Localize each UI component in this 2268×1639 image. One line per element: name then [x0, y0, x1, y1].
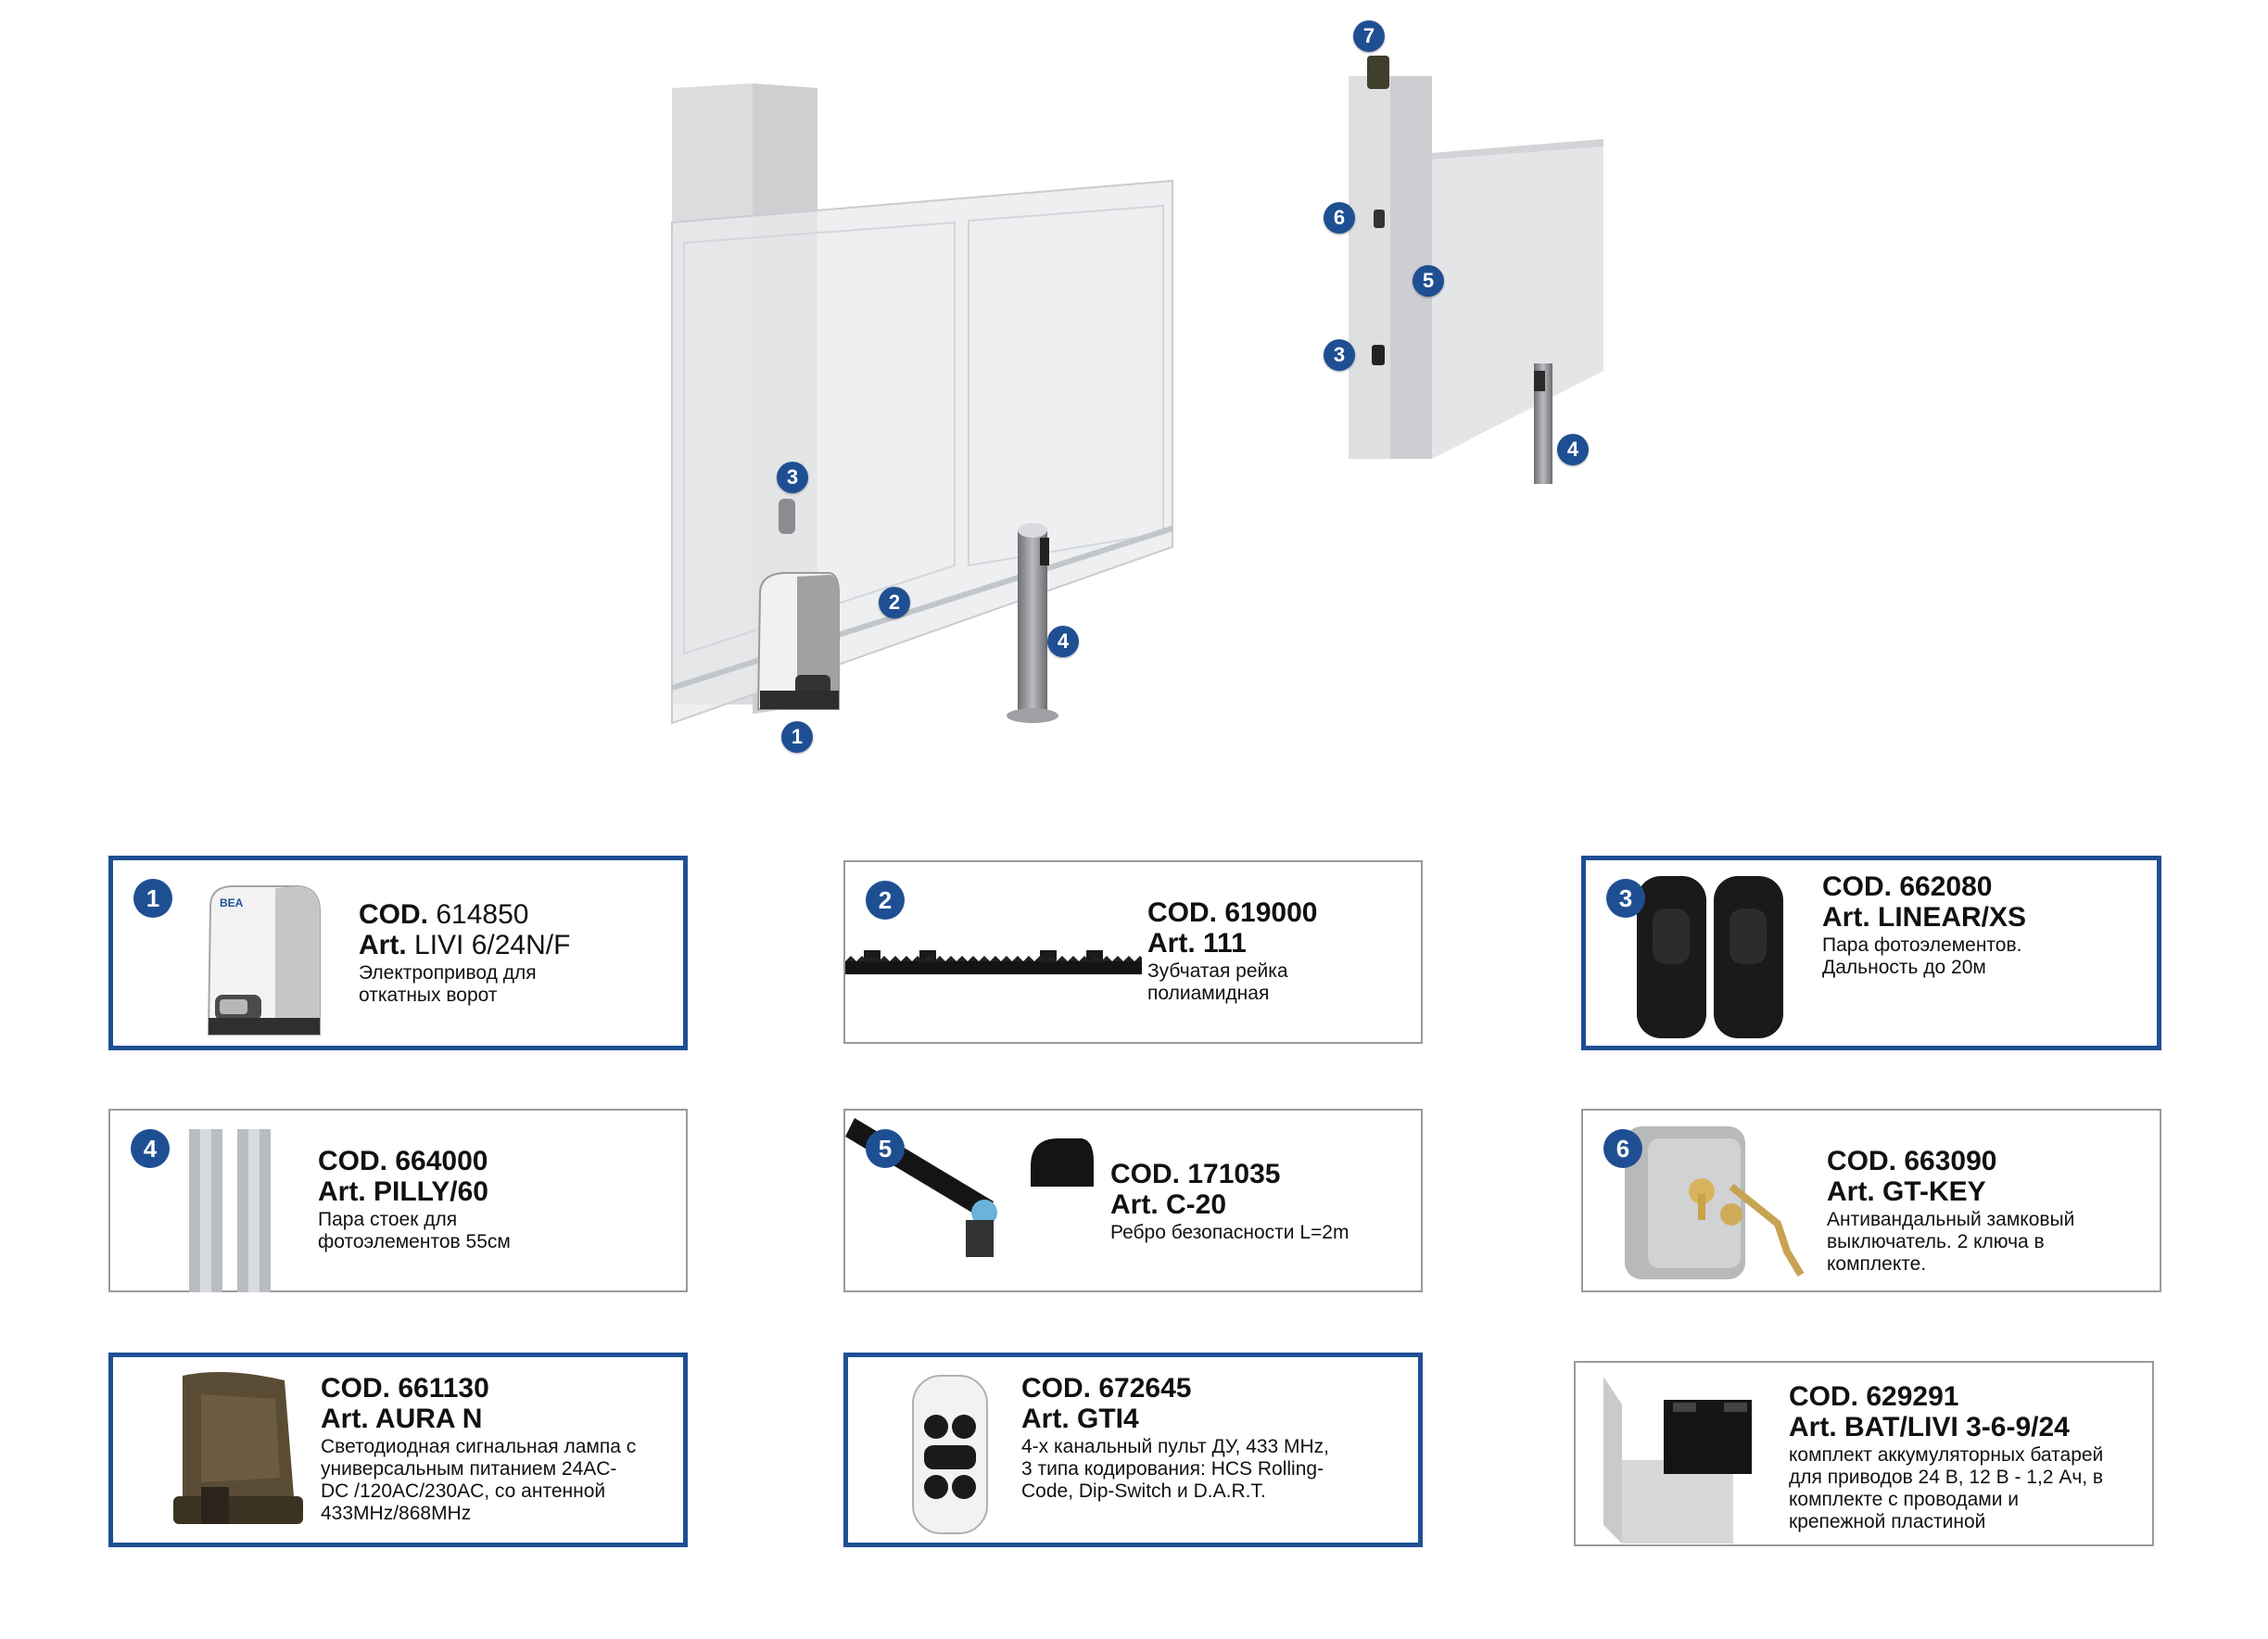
product-card-gti4: COD. 672645 Art. GTI4 4-х канальный пуль… — [843, 1353, 1423, 1547]
product-article: Art. LINEAR/XS — [1822, 902, 2027, 933]
warning-lamp-icon — [173, 1372, 303, 1524]
product-description: Зубчатая рейка полиамидная — [1147, 960, 1288, 1005]
marker-lamp: 7 — [1353, 20, 1385, 52]
product-article: Art. PILLY/60 — [318, 1176, 488, 1207]
product-description: Ребро безопасности L=2m — [1110, 1222, 1349, 1243]
product-card-pilly: 4 COD. 664000 Art. PILLY/60 Пара стоек д… — [108, 1109, 688, 1292]
product-code: COD. 614850 — [359, 899, 529, 930]
product-code: COD. 664000 — [318, 1146, 488, 1176]
product-code: COD. 662080 — [1822, 871, 1993, 902]
product-card-livi: 1 BEA COD. 614850 Art. LIVI 6/24N/F Элек… — [108, 856, 688, 1050]
side-gate-panel — [1432, 139, 1603, 459]
card-number-badge: 6 — [1603, 1129, 1642, 1168]
marker-photocell: 3 — [777, 462, 808, 493]
photocell-side — [1372, 345, 1385, 365]
post-side — [1534, 363, 1552, 484]
gate-installation-diagram: 1 2 3 4 7 6 5 3 4 — [0, 0, 2268, 816]
card-number-badge: 5 — [866, 1129, 905, 1168]
gate-motor — [756, 572, 840, 710]
product-description: Электропривод для откатных ворот — [359, 962, 537, 1007]
product-description: Пара стоек для фотоэлементов 55см — [318, 1209, 511, 1253]
side-pillar — [1349, 76, 1432, 459]
marker-rack: 2 — [879, 587, 910, 618]
product-description: Пара фотоэлементов. Дальность до 20м — [1822, 934, 2022, 979]
battery-kit-icon — [1603, 1377, 1752, 1544]
product-card-aura: COD. 661130 Art. AURA N Светодиодная сиг… — [108, 1353, 688, 1547]
product-card-gtkey: 6 COD. 663090 Art. GT-KEY Антивандальный… — [1581, 1109, 2161, 1292]
product-code: COD. 663090 — [1827, 1146, 1997, 1176]
product-code: COD. 629291 — [1789, 1381, 1959, 1412]
product-article: Art. LIVI 6/24N/F — [359, 930, 571, 960]
remote-control-icon — [912, 1375, 988, 1534]
marker-motor: 1 — [781, 721, 813, 753]
product-article: Art. C-20 — [1110, 1189, 1227, 1220]
marker-key-switch: 6 — [1324, 202, 1355, 234]
card-number-badge: 2 — [866, 881, 905, 920]
marker-post-side: 4 — [1557, 434, 1589, 465]
gate-motor-icon: BEA — [207, 885, 321, 1035]
product-code: COD. 661130 — [321, 1373, 489, 1404]
svg-text:BEA: BEA — [220, 896, 244, 909]
photocell-icon — [1637, 876, 1783, 1038]
product-card-linear: 3 COD. 662080 Art. LINEAR/XS Пара фотоэл… — [1581, 856, 2161, 1050]
gate-illustration — [671, 56, 1603, 725]
product-article: Art. AURA N — [321, 1404, 483, 1434]
product-article: Art. 111 — [1147, 928, 1247, 959]
product-article: Art. BAT/LIVI 3-6-9/24 — [1789, 1412, 2070, 1442]
product-article: Art. GTI4 — [1021, 1404, 1139, 1434]
product-description: 4-х канальный пульт ДУ, 433 MHz, 3 типа … — [1021, 1436, 1330, 1503]
photocell-main — [779, 499, 795, 534]
post-icon — [189, 1129, 271, 1292]
key-switch-side — [1374, 210, 1385, 228]
product-code: COD. 619000 — [1147, 897, 1318, 928]
card-number-badge: 3 — [1606, 879, 1645, 918]
product-description: комплект аккумуляторных батарей для прив… — [1789, 1444, 2104, 1533]
product-card-battery: COD. 629291 Art. BAT/LIVI 3-6-9/24 компл… — [1574, 1361, 2154, 1546]
marker-post: 4 — [1047, 626, 1079, 657]
product-description: Светодиодная сигнальная лампа с универса… — [321, 1436, 637, 1525]
product-code: COD. 672645 — [1021, 1373, 1192, 1404]
product-description: Антивандальный замковый выключатель. 2 к… — [1827, 1209, 2075, 1276]
gear-rack-icon — [845, 950, 1142, 974]
product-code: COD. 171035 — [1110, 1159, 1281, 1189]
marker-safety-edge: 5 — [1413, 265, 1444, 297]
post-main — [1007, 523, 1058, 723]
lamp-side — [1367, 56, 1389, 89]
product-article: Art. GT-KEY — [1827, 1176, 1986, 1207]
product-card-c20: 5 COD. 171035 Art. C-20 Ребро безопаснос… — [843, 1109, 1423, 1292]
key-switch-icon — [1625, 1126, 1805, 1279]
main-gate-panel — [671, 179, 1173, 725]
card-number-badge: 4 — [131, 1129, 170, 1168]
marker-photocell-side: 3 — [1324, 339, 1355, 371]
card-number-badge: 1 — [133, 879, 172, 918]
product-card-rack: 2 COD. 619000 Art. 111 Зубчатая рейка по… — [843, 860, 1423, 1044]
